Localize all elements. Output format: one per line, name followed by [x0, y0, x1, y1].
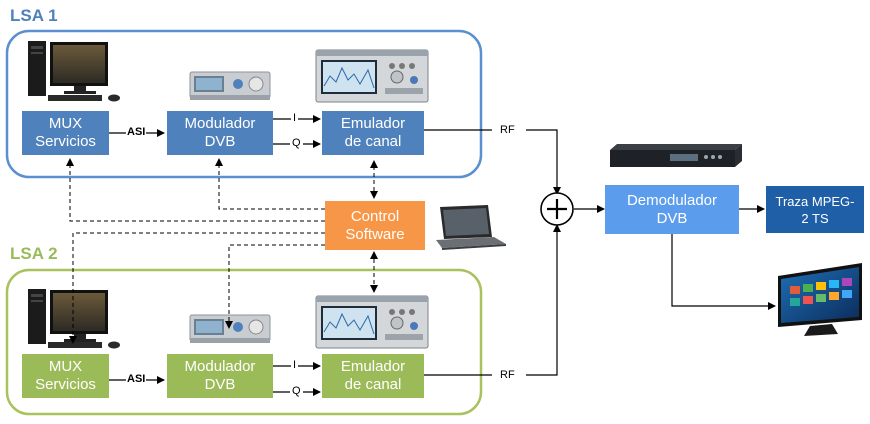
emulator-block: Emulador de canal	[322, 354, 424, 398]
lsa1-title: LSA 1	[10, 6, 58, 25]
trace-line2: 2 TS	[801, 210, 829, 226]
control-software-block: Control Software	[325, 201, 425, 250]
emulator-line1: Emulador	[340, 115, 406, 132]
lsa2-frame	[5, 268, 483, 416]
emulator-block: Emulador de canal	[322, 111, 424, 155]
mux-line2: Servicios	[35, 376, 96, 393]
channel-emulator-device-icon	[315, 49, 429, 103]
modulator-line2: DVB	[204, 376, 236, 393]
asi-label: ASI	[126, 373, 147, 385]
rf-label: RF	[500, 124, 515, 136]
lsa2-title: LSA 2	[10, 244, 58, 263]
demodulator-block: Demodulador DVB	[605, 185, 739, 234]
lsa1-frame	[5, 29, 483, 179]
mux-block: MUX Servicios	[22, 354, 109, 398]
tv-icon	[778, 263, 862, 336]
mux-block: MUX Servicios	[22, 111, 109, 155]
i-label: I	[291, 359, 299, 371]
i-label: I	[291, 112, 299, 124]
mux-line1: MUX	[48, 115, 83, 132]
trace-line1: Traza MPEG-	[775, 193, 855, 209]
signal-adder	[540, 192, 574, 226]
q-label: Q	[290, 385, 303, 397]
channel-emulator-device-icon	[315, 295, 429, 349]
modulator-block: Modulador DVB	[167, 354, 273, 398]
laptop-icon	[436, 205, 506, 250]
pc-icon	[28, 41, 120, 102]
modulator-device-icon	[189, 314, 271, 343]
mpeg-ts-trace-block: Traza MPEG- 2 TS	[766, 186, 864, 233]
receiver-rack-icon	[610, 144, 742, 167]
q-label: Q	[290, 137, 303, 149]
mux-line1: MUX	[48, 358, 83, 375]
emulator-line1: Emulador	[340, 358, 406, 375]
asi-label: ASI	[126, 126, 147, 138]
control-line1: Control	[350, 207, 400, 225]
mux-line2: Servicios	[35, 133, 96, 150]
modulator-block: Modulador DVB	[167, 111, 273, 155]
emulator-line2: de canal	[344, 376, 402, 393]
modulator-line1: Modulador	[184, 358, 256, 375]
demodulator-line2: DVB	[656, 209, 688, 227]
control-line2: Software	[345, 225, 405, 243]
modulator-line2: DVB	[204, 133, 236, 150]
pc-icon	[28, 289, 120, 349]
modulator-line1: Modulador	[184, 115, 256, 132]
demodulator-line1: Demodulador	[626, 191, 718, 209]
emulator-line2: de canal	[344, 133, 402, 150]
modulator-device-icon	[189, 71, 271, 100]
rf-label: RF	[500, 369, 515, 381]
